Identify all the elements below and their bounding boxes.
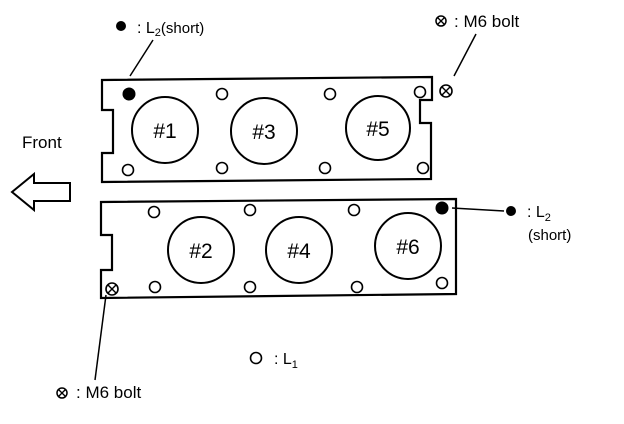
l1-bolt-hole — [416, 161, 430, 175]
l1-legend-marker — [249, 351, 263, 365]
l2-short-leader-top — [129, 39, 154, 77]
l2-short-legend-note-right: (short) — [528, 227, 571, 244]
m6-bolt-hole-top — [439, 84, 453, 98]
l1-bolt-hole — [323, 87, 337, 101]
l2-short-legend-marker — [116, 21, 126, 31]
l2-short-legend-label: : L2(short) — [137, 20, 204, 39]
l1-bolt-hole — [215, 161, 229, 175]
l1-bolt-hole — [121, 163, 135, 177]
l1-bolt-hole — [243, 203, 257, 217]
cylinder-bore-4 — [265, 216, 333, 284]
cylinder-bore-3 — [230, 97, 298, 165]
cylinder-bore-1 — [131, 96, 199, 164]
cylinder-label-5: #5 — [366, 118, 389, 141]
l1-bolt-hole — [350, 280, 364, 294]
l2-short-legend-label-right: : L2 — [527, 204, 551, 224]
m6-bolt-legend-marker-bottom — [56, 387, 68, 399]
cylinder-label-3: #3 — [252, 121, 275, 144]
cylinder-bore-2 — [167, 216, 235, 284]
l1-bolt-hole — [347, 203, 361, 217]
cylinder-label-4: #4 — [287, 240, 311, 263]
l1-bolt-hole — [243, 280, 257, 294]
l1-bolt-hole — [413, 85, 427, 99]
cylinder-label-1: #1 — [153, 120, 176, 143]
front-label: Front — [22, 133, 62, 152]
m6-bolt-legend-label-bottom: : M6 bolt — [76, 383, 141, 402]
l2-short-legend-marker-right — [506, 206, 516, 216]
l2-bolt-hole — [122, 87, 136, 101]
m6-bolt-leader-top — [453, 33, 477, 77]
l2-bolt-hole — [435, 201, 449, 215]
cylinder-label-6: #6 — [396, 236, 419, 259]
front-arrow-icon — [10, 171, 71, 213]
l1-bolt-hole — [147, 205, 161, 219]
m6-bolt-legend-label-top: : M6 bolt — [454, 12, 519, 31]
m6-bolt-leader-bottom — [94, 294, 107, 381]
cylinder-label-2: #2 — [189, 240, 212, 263]
l1-legend-label: : L1 — [274, 351, 298, 371]
l2-short-leader-right — [451, 207, 505, 212]
l1-bolt-hole — [318, 161, 332, 175]
cylinder-bore-6 — [374, 212, 442, 280]
l1-bolt-hole — [148, 280, 162, 294]
m6-bolt-legend-marker-top — [435, 15, 447, 27]
l1-bolt-hole — [435, 276, 449, 290]
m6-bolt-hole-bottom — [105, 282, 119, 296]
l1-bolt-hole — [215, 87, 229, 101]
cylinder-bore-5 — [345, 95, 411, 161]
